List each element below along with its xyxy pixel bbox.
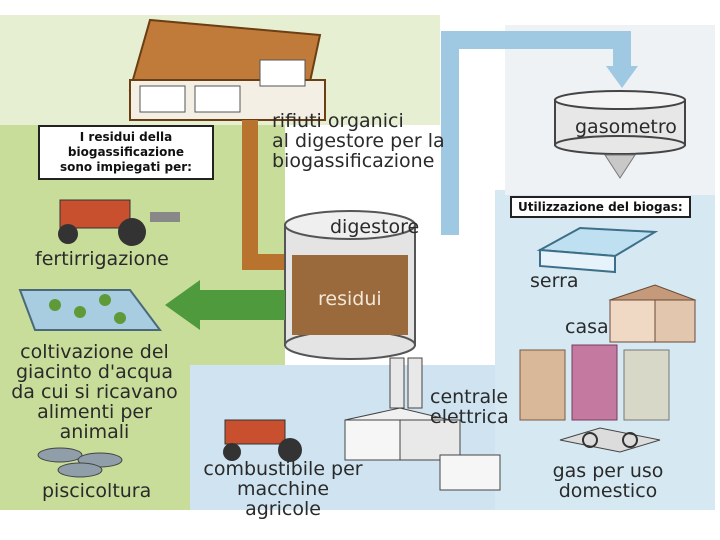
- coltivazione-line-1: coltivazione del: [2, 343, 187, 363]
- gas-uso-label: gas per uso domestico: [548, 462, 668, 502]
- utilizzazione-label: Utilizzazione del biogas:: [510, 196, 691, 218]
- centrale-label: centrale elettrica: [430, 388, 509, 428]
- barn-icon: [130, 20, 325, 120]
- piscicoltura-label: piscicoltura: [42, 482, 151, 502]
- centrale-line-1: centrale: [430, 388, 509, 408]
- gasometro-label: gasometro: [575, 118, 677, 138]
- residui-box-line-1: I residui della: [46, 130, 206, 145]
- residui-usage-box: I residui della biogassificazione sono i…: [38, 125, 214, 180]
- rifiuti-label: rifiuti organici al digestore per la bio…: [272, 112, 445, 172]
- digestore-label: digestore: [330, 218, 419, 238]
- casa-label: casa: [565, 318, 609, 338]
- combustibile-line-1: combustibile per: [198, 460, 368, 480]
- residui-box-line-3: sono impiegati per:: [46, 160, 206, 175]
- combustibile-line-2: macchine agricole: [198, 480, 368, 520]
- combustibile-label: combustibile per macchine agricole: [198, 460, 368, 520]
- coltivazione-line-4: alimenti per animali: [2, 403, 187, 443]
- centrale-line-2: elettrica: [430, 408, 509, 428]
- serra-label: serra: [530, 272, 579, 292]
- textile-icon: [520, 345, 669, 420]
- residui-box-line-2: biogassificazione: [46, 145, 206, 160]
- coltivazione-line-2: giacinto d'acqua: [2, 363, 187, 383]
- rifiuti-line-3: biogassificazione: [272, 152, 445, 172]
- fertirrigazione-label: fertirrigazione: [35, 250, 169, 270]
- residui-label: residui: [318, 290, 382, 310]
- gas-uso-line-2: domestico: [548, 482, 668, 502]
- coltivazione-line-3: da cui si ricavano: [2, 383, 187, 403]
- gas-uso-line-1: gas per uso: [548, 462, 668, 482]
- rifiuti-line-1: rifiuti organici: [272, 112, 445, 132]
- rifiuti-line-2: al digestore per la: [272, 132, 445, 152]
- coltivazione-label: coltivazione del giacinto d'acqua da cui…: [2, 343, 187, 443]
